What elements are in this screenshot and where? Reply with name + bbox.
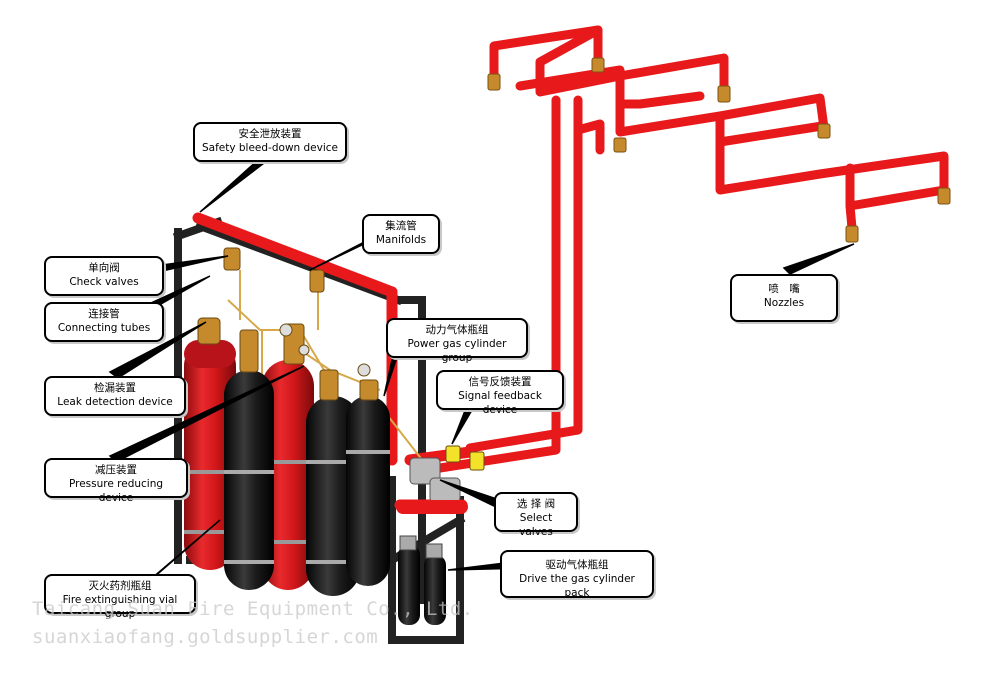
label-en: Connecting tubes [57, 322, 151, 334]
label-zh: 驱动气体瓶组 [545, 559, 609, 571]
pipe-network [435, 25, 949, 473]
label-zh: 灭火药剂瓶组 [88, 580, 152, 592]
label-zh: 检漏装置 [94, 382, 136, 394]
label-en: Select valves [519, 512, 553, 538]
label-zh: 减压装置 [95, 464, 137, 476]
select-valves-assembly [396, 457, 468, 625]
label-zh: 连接管 [88, 308, 120, 320]
leader-leak-detection [108, 321, 207, 379]
leader-lines [108, 159, 855, 585]
label-en: Check valves [69, 276, 139, 288]
label-zh: 信号反馈装置 [468, 376, 532, 388]
label-check-valves: 单向阀 Check valves [44, 256, 164, 296]
label-en: Pressure reducing device [68, 478, 164, 504]
label-connecting-tubes: 连接管 Connecting tubes [44, 302, 164, 342]
check-valves [223, 247, 485, 471]
watermark-company: Taicang Suan Fire Equipment Co., Ltd. [32, 598, 474, 620]
label-safety-bleed-down: 安全泄放装置 Safety bleed-down device [193, 122, 347, 162]
label-drive-gas-cylinder-pack: 驱动气体瓶组 Drive the gas cylinder pack [500, 550, 654, 599]
label-select-valves: 选 择 阀 Select valves [494, 492, 578, 538]
cylinder-valve-heads [197, 317, 379, 401]
label-power-gas-cylinder-group: 动力气体瓶组 Power gas cylinder group [386, 318, 528, 364]
label-fire-extinguishing-vial-group: 灭火药剂瓶组 Fire extinguishing vial group [44, 574, 196, 620]
label-pressure-reducing: 减压装置 Pressure reducing device [44, 458, 188, 504]
label-en: Drive the gas cylinder pack [519, 573, 635, 599]
label-zh: 选 择 阀 [516, 498, 556, 510]
label-nozzles: 喷 嘴 Nozzles [730, 274, 838, 322]
label-zh: 安全泄放装置 [238, 128, 302, 140]
label-en: Nozzles [763, 297, 805, 309]
leader-nozzles [782, 243, 855, 275]
watermark-url: suanxiaofang.goldsupplier.com [32, 626, 379, 648]
label-manifolds: 集流管 Manifolds [362, 214, 440, 254]
extinguishing-cylinders [184, 340, 390, 596]
label-zh: 单向阀 [88, 262, 120, 274]
nozzles-group [487, 57, 951, 243]
label-zh: 动力气体瓶组 [425, 324, 489, 336]
label-en: Safety bleed-down device [201, 142, 339, 154]
label-zh: 喷 嘴 [768, 283, 800, 295]
leader-safety-bleed [199, 159, 271, 213]
label-en: Fire extinguishing vial group [62, 594, 178, 620]
label-en: Manifolds [375, 234, 427, 246]
label-en: Power gas cylinder group [407, 338, 507, 364]
label-signal-feedback: 信号反馈装置 Signal feedback device [436, 370, 564, 416]
label-en: Signal feedback device [458, 390, 542, 416]
label-zh: 集流管 [385, 220, 417, 232]
label-leak-detection: 检漏装置 Leak detection device [44, 376, 186, 416]
label-en: Leak detection device [57, 396, 173, 408]
